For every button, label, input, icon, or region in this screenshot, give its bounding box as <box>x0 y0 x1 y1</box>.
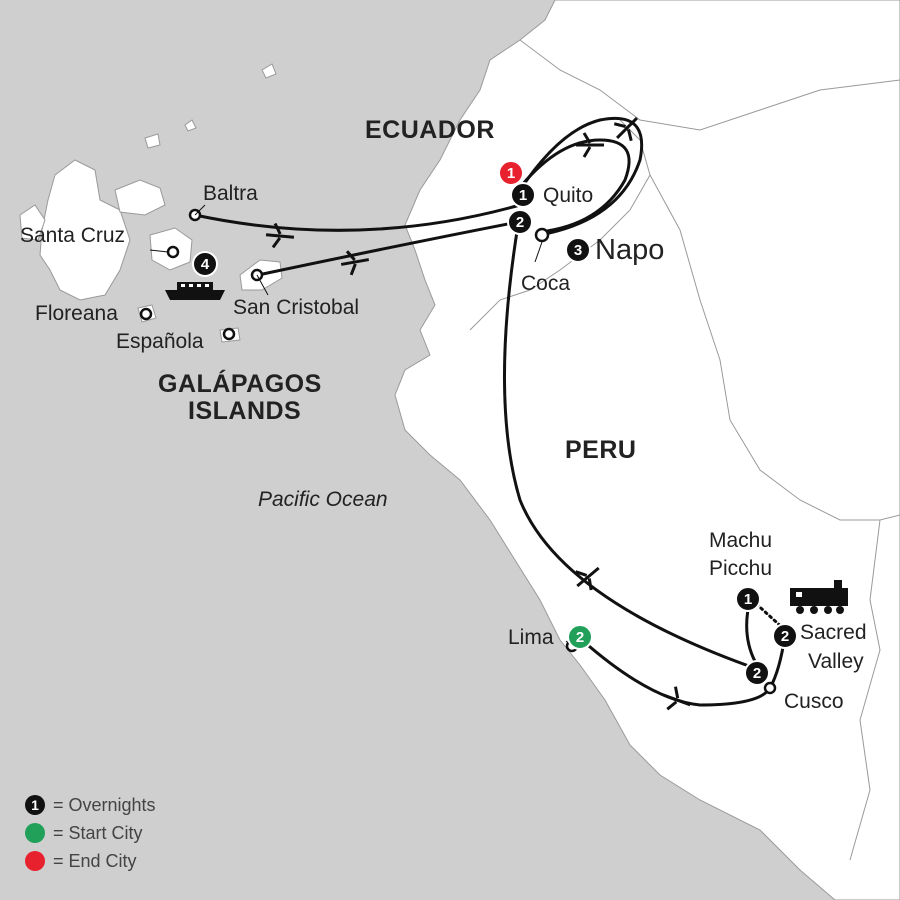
overnight-badge-sacred-valley: 2 <box>772 623 798 649</box>
city-label-espanola: Española <box>116 330 204 353</box>
city-label-san-cristobal: San Cristobal <box>233 296 360 319</box>
city-label-coca: Coca <box>521 272 571 295</box>
plane-icon <box>613 117 638 142</box>
legend-start-text: = Start City <box>53 823 143 843</box>
city-markers <box>139 208 777 695</box>
small-island-c <box>184 119 197 132</box>
plane-icon <box>340 250 370 276</box>
legend-overnights-symbol: 1 <box>25 795 45 815</box>
colombia-border <box>519 39 900 131</box>
city-label-valley: Valley <box>808 650 864 673</box>
espanola-marker <box>222 327 236 341</box>
overnight-badge-napo: 3 <box>565 237 591 263</box>
city-label-baltra: Baltra <box>203 182 258 205</box>
santa-cruz-marker <box>166 245 180 259</box>
islands-title-line2: ISLANDS <box>188 397 302 425</box>
city-label-machu: Machu <box>709 529 773 552</box>
overnight-badge-cusco: 2 <box>744 660 770 686</box>
isabela-island <box>39 159 131 301</box>
route-baltra-quito <box>193 203 522 232</box>
train-icon <box>790 580 848 614</box>
floreana-marker <box>139 307 153 321</box>
ocean-label: Pacific Ocean <box>258 488 388 511</box>
overnight-badge-machu-picchu: 1 <box>735 586 761 612</box>
coca-marker <box>534 227 550 243</box>
islands-title-line1: GALÁPAGOS <box>158 370 322 398</box>
peru-bolivia-border <box>849 519 881 861</box>
legend-end-text: = End City <box>53 851 137 871</box>
legend-overnights-text: = Overnights <box>53 795 156 815</box>
route-sancristobal-quito <box>256 220 520 277</box>
route-lima-cusco <box>580 638 772 707</box>
small-island-b <box>144 133 161 149</box>
small-island-a <box>261 63 277 79</box>
overnight-badge-galapagos-cruise: 4 <box>192 251 218 277</box>
overnight-badge-quito-2: 2 <box>507 209 533 235</box>
fernandina-island <box>19 204 46 241</box>
city-label-picchu: Picchu <box>709 557 773 580</box>
city-label-santa-cruz: Santa Cruz <box>20 224 126 247</box>
plane-icon <box>663 686 691 711</box>
city-label-napo: Napo <box>595 234 665 266</box>
route-quito-napo-loop-outer <box>518 116 644 237</box>
city-label-cusco: Cusco <box>784 690 844 713</box>
city-label-lima: Lima <box>508 626 554 649</box>
route-quito-napo-loop-inner <box>520 138 631 234</box>
start-city-badge-lima: 2 <box>567 624 593 650</box>
route-quito-cusco <box>502 223 762 672</box>
plane-icon <box>575 566 600 591</box>
plane-icon <box>576 132 604 158</box>
ship-icon <box>165 282 225 300</box>
end-city-badge-quito: 1 <box>498 160 524 186</box>
cusco-marker <box>763 681 777 695</box>
country-label-peru: PERU <box>565 436 637 464</box>
country-label-ecuador: ECUADOR <box>365 116 495 144</box>
legend-start-symbol <box>25 823 45 843</box>
city-label-sacred: Sacred <box>800 621 867 644</box>
santiago-island <box>114 179 166 216</box>
city-label-quito: Quito <box>543 184 594 207</box>
legend-end-symbol <box>25 851 45 871</box>
plane-icon <box>265 222 295 249</box>
overnight-badge-quito: 1 <box>510 182 536 208</box>
peru-brazil-border <box>649 174 900 521</box>
city-label-floreana: Floreana <box>35 302 118 325</box>
